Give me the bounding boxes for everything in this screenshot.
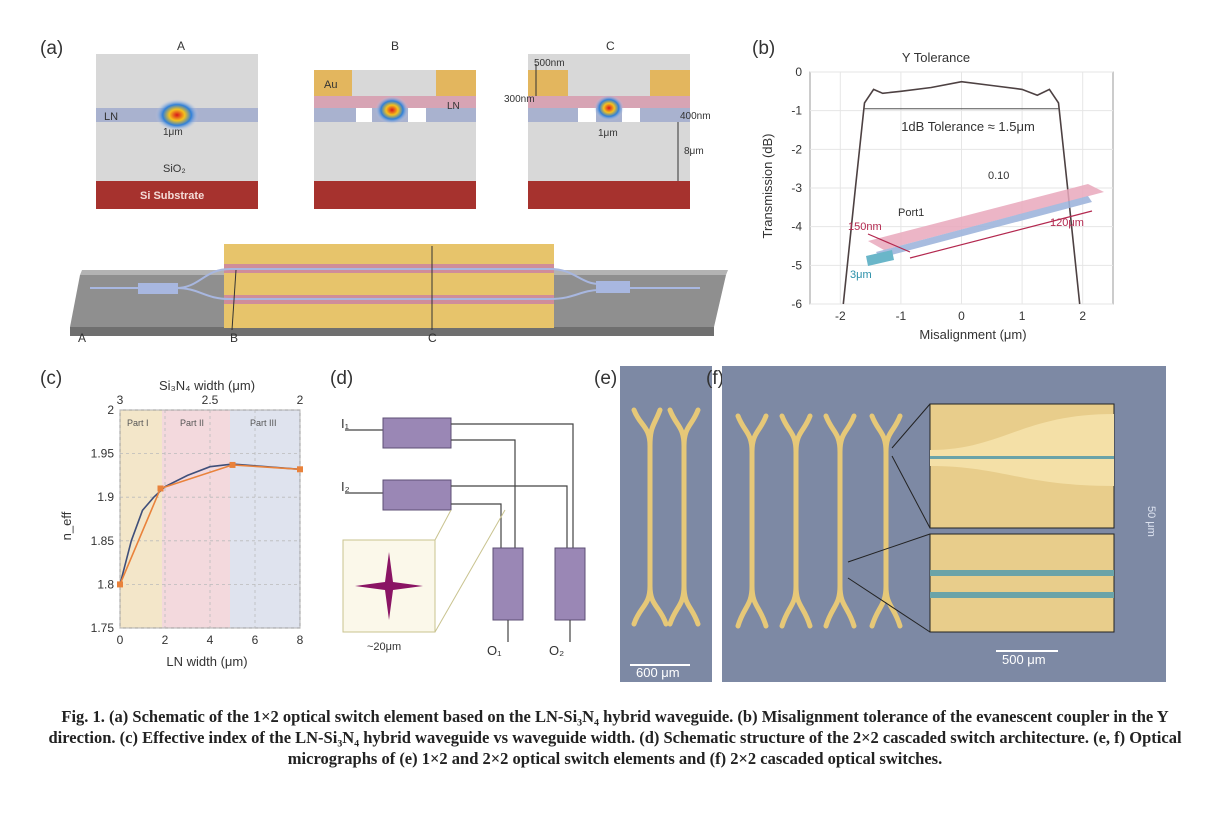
panel-b-label: (b) xyxy=(752,38,776,59)
c-data-point xyxy=(229,461,236,468)
input-2-label: I₂ xyxy=(341,479,350,494)
b-ytick-label: -1 xyxy=(791,104,802,118)
b-xtick-label: 0 xyxy=(958,309,965,323)
dim-400nm: 400nm xyxy=(680,111,711,122)
switch-element-4 xyxy=(554,547,586,621)
panel-f-label: (f) xyxy=(706,368,724,389)
b-xtick-label: 1 xyxy=(1019,309,1026,323)
c-top-tick-label: 2 xyxy=(297,393,304,407)
location-c: C xyxy=(428,331,437,345)
c-ytick-label: 1.75 xyxy=(91,621,115,635)
subpanel-a-letter: A xyxy=(177,40,185,53)
micrograph-e: 600 μm xyxy=(620,366,712,682)
c-top-tick-label: 3 xyxy=(117,393,124,407)
c-xtick-label: 2 xyxy=(162,633,169,647)
c-top-tick-label: 2.5 xyxy=(202,393,219,407)
chart-b-xlabel: Misalignment (μm) xyxy=(919,327,1026,342)
crossing-waveguide-icon xyxy=(355,552,423,620)
chart-c-ylabel: n_eff xyxy=(59,511,74,540)
chart-c-xlabel: LN width (μm) xyxy=(166,654,247,669)
c-ytick-label: 2 xyxy=(107,403,114,417)
inset-3um: 3μm xyxy=(850,269,872,281)
b-xtick-label: -1 xyxy=(896,309,907,323)
neff-curve-measured xyxy=(119,464,301,585)
region-part2: Part II xyxy=(180,418,204,428)
chart-b: -2 -1 0 1 2 0 -1 -2 -3 -4 -5 -6 Y Tolerance Misalig… xyxy=(760,50,1114,342)
c-xtick-label: 8 xyxy=(297,633,304,647)
output-2-label: O₂ xyxy=(549,643,564,658)
subpanel-c-letter: C xyxy=(606,40,615,53)
c-data-point xyxy=(157,485,164,492)
output-1-label: O₁ xyxy=(487,643,502,658)
scale-e: 600 μm xyxy=(636,665,680,680)
switch-element-1 xyxy=(382,417,452,449)
inset-d10: 0.10 xyxy=(988,170,1009,182)
inset-port: Port1 xyxy=(898,207,924,219)
tolerance-curve xyxy=(842,80,1081,305)
width-label: 1μm xyxy=(163,127,183,138)
panel-a-figure: A B C LN 1μm SiO₂ Si Substrate Au LN xyxy=(70,40,728,345)
panel-d-label: (d) xyxy=(330,368,354,389)
inset-120um: 120μm xyxy=(1050,217,1084,229)
location-b: B xyxy=(230,331,238,345)
b-ytick-label: -3 xyxy=(791,181,802,195)
chart-c-top-axis-label: Si₃N₄ width (μm) xyxy=(159,378,255,393)
side-scale-f: 50 μm xyxy=(1145,506,1157,537)
region-part1: Part I xyxy=(127,418,149,428)
switch-element-3 xyxy=(492,547,524,621)
scale-f: 500 μm xyxy=(1002,652,1046,667)
figure-caption: Fig. 1. (a) Schematic of the 1×2 optical… xyxy=(48,707,1182,768)
cross-section-b: Au LN xyxy=(314,70,476,209)
sio2-label: SiO₂ xyxy=(163,163,186,175)
c-xtick-label: 0 xyxy=(117,633,124,647)
device-3d: A B C xyxy=(70,244,728,345)
b-ytick-label: -5 xyxy=(791,258,802,272)
c-xtick-label: 4 xyxy=(207,633,214,647)
b-ytick-label: -2 xyxy=(791,142,802,156)
b-ytick-label: -4 xyxy=(791,220,802,234)
switch-schematic: I₁ I₂ O₁ O₂ ~20μm xyxy=(341,416,586,658)
panel-a-label: (a) xyxy=(40,38,64,59)
b-ytick-label: -6 xyxy=(791,297,802,311)
chart-b-title: Y Tolerance xyxy=(902,50,970,65)
input-1-label: I₁ xyxy=(341,416,350,431)
dim-8um: 8μm xyxy=(684,146,704,157)
switch-element-2 xyxy=(382,479,452,511)
tolerance-annotation: 1dB Tolerance ≈ 1.5μm xyxy=(901,119,1035,134)
location-a: A xyxy=(78,331,86,345)
inset-scale: ~20μm xyxy=(367,641,401,653)
panel-e-label: (e) xyxy=(594,368,618,389)
c-ytick-label: 1.95 xyxy=(91,447,115,461)
zoom-inset-2 xyxy=(929,533,1115,633)
coupler-inset: 0.10 Port1 150nm 120μm 3μm xyxy=(848,170,1104,281)
dim-300nm: 300nm xyxy=(504,94,535,105)
c-xtick-label: 6 xyxy=(252,633,259,647)
b-xtick-label: -2 xyxy=(835,309,846,323)
b-xtick-label: 2 xyxy=(1079,309,1086,323)
ln-b-label: LN xyxy=(447,101,460,112)
substrate-label: Si Substrate xyxy=(140,190,204,202)
dim-500nm: 500nm xyxy=(534,58,565,69)
c-data-point xyxy=(117,581,123,588)
c-data-point xyxy=(297,466,303,473)
panel-c-label: (c) xyxy=(40,368,63,389)
cross-section-c: 500nm 300nm 400nm 1μm 8μm xyxy=(504,54,711,209)
cross-section-a: LN 1μm SiO₂ Si Substrate xyxy=(96,54,258,209)
chart-b-ylabel: Transmission (dB) xyxy=(760,134,775,239)
region-part3: Part III xyxy=(250,418,277,428)
b-ytick-label: 0 xyxy=(795,65,802,79)
ln-label: LN xyxy=(104,111,118,123)
c-ytick-label: 1.9 xyxy=(97,490,114,504)
au-label: Au xyxy=(324,79,337,91)
dim-1um: 1μm xyxy=(598,128,618,139)
c-ytick-label: 1.8 xyxy=(97,577,114,591)
inset-150nm: 150nm xyxy=(848,221,882,233)
subpanel-b-letter: B xyxy=(391,40,399,53)
c-ytick-label: 1.85 xyxy=(91,534,115,548)
micrograph-f: 500 μm 50 μm xyxy=(722,366,1166,682)
